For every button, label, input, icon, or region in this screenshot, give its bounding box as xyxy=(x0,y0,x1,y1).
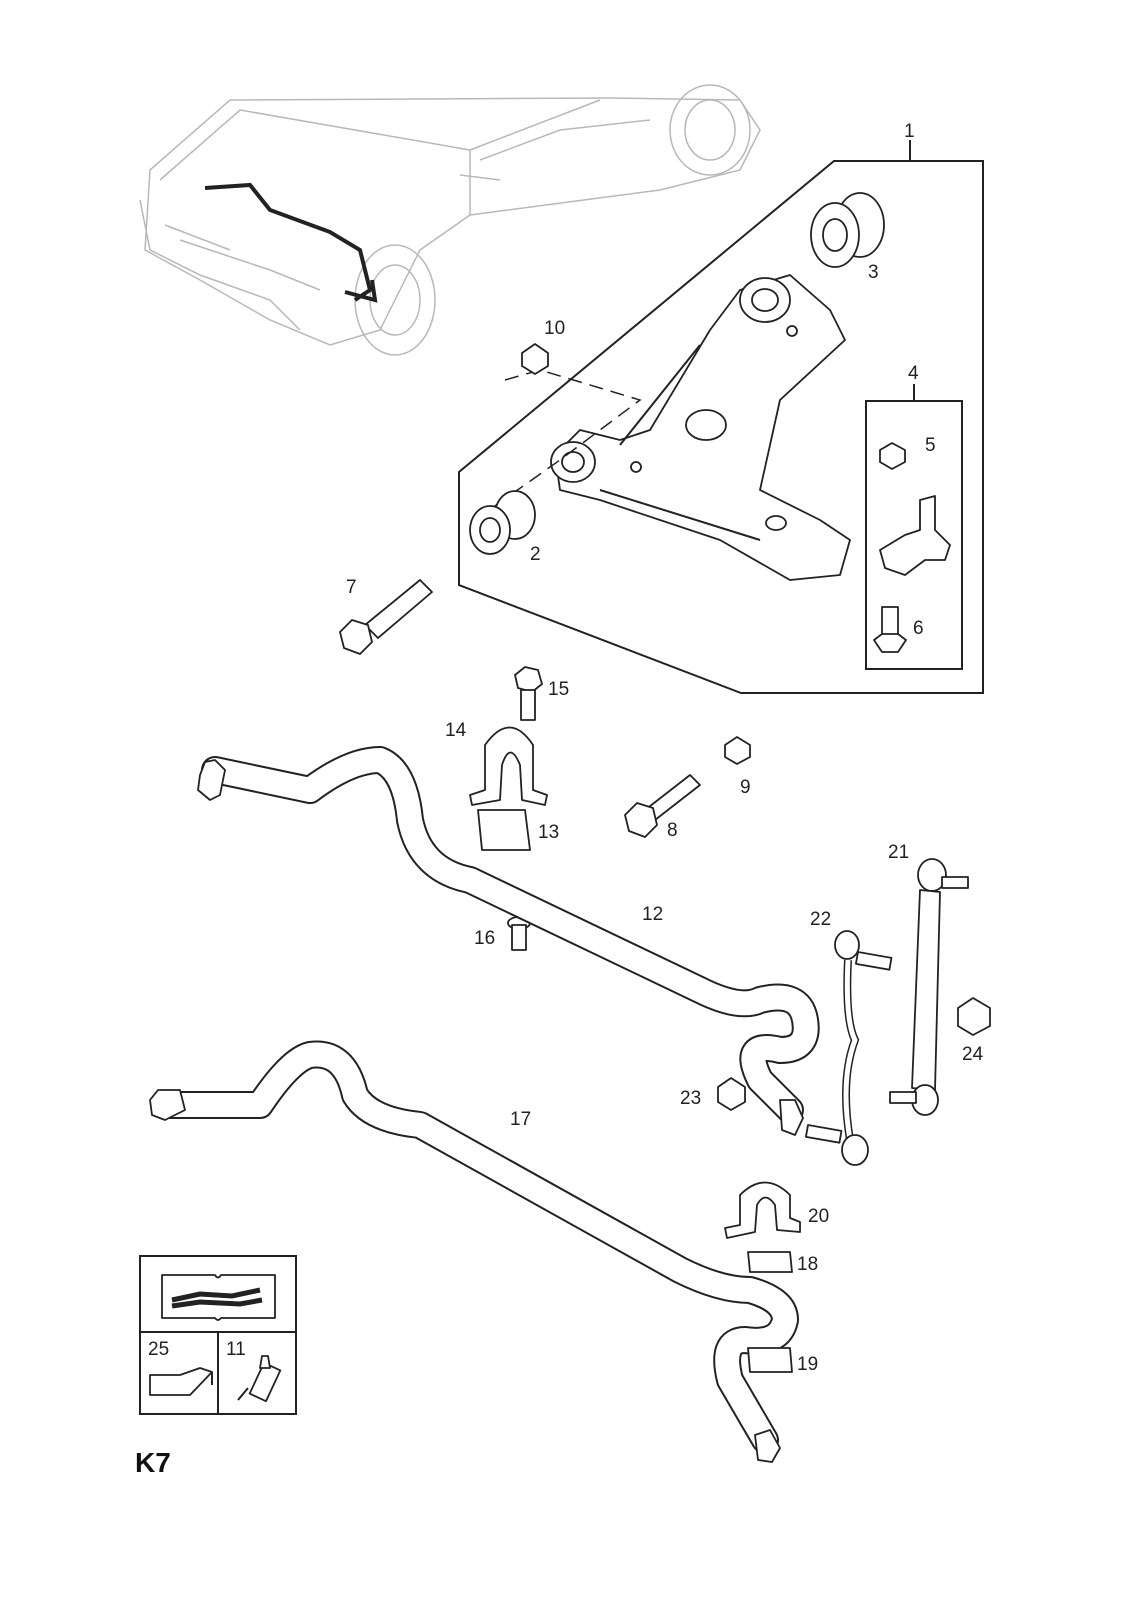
callout-23: 23 xyxy=(680,1088,701,1109)
callout-19: 19 xyxy=(797,1354,818,1375)
callout-18: 18 xyxy=(797,1254,818,1275)
callout-1: 1 xyxy=(904,121,915,142)
stabilizer-bar-12 xyxy=(197,746,820,1136)
bushing-2 xyxy=(469,490,536,555)
repair-manual-icon xyxy=(161,1274,276,1321)
ball-joint-icon xyxy=(879,495,951,576)
callout-17: 17 xyxy=(510,1109,531,1130)
nut-9 xyxy=(724,736,751,765)
bolt-8 xyxy=(624,774,701,838)
callout-20: 20 xyxy=(808,1206,829,1227)
page-code: K7 xyxy=(135,1447,171,1478)
nut-10 xyxy=(521,343,549,375)
callout-24: 24 xyxy=(962,1044,984,1065)
stabilizer-link-21 xyxy=(889,858,969,1116)
bushing-3 xyxy=(810,192,885,268)
callout-11: 11 xyxy=(226,1339,246,1360)
adhesive-bottle-icon xyxy=(237,1355,282,1403)
lower-control-arm xyxy=(550,274,851,581)
callout-15: 15 xyxy=(548,679,569,700)
callout-16: 16 xyxy=(474,928,495,949)
assembly-1-bracket xyxy=(458,140,984,694)
callout-8: 8 xyxy=(667,820,678,841)
nut-24 xyxy=(957,997,991,1036)
legend-box xyxy=(139,1255,297,1415)
clamp-20 xyxy=(724,1181,801,1239)
callout-7: 7 xyxy=(346,577,357,598)
callout-13: 13 xyxy=(538,822,559,843)
bushing-19 xyxy=(747,1347,793,1373)
callout-12: 12 xyxy=(642,904,663,925)
callout-4: 4 xyxy=(908,363,919,384)
callout-9: 9 xyxy=(740,777,751,798)
vehicle-overview xyxy=(139,84,761,356)
callout-25: 25 xyxy=(148,1339,169,1360)
bolt-6-icon xyxy=(881,606,899,636)
callout-21: 21 xyxy=(888,842,909,863)
callout-22: 22 xyxy=(810,909,831,930)
clamp-14 xyxy=(469,726,548,806)
callout-5: 5 xyxy=(925,435,936,456)
callout-3: 3 xyxy=(868,262,879,283)
callout-10: 10 xyxy=(544,318,565,339)
nut-5-icon xyxy=(879,442,906,470)
bushing-18 xyxy=(747,1251,793,1273)
nut-23 xyxy=(717,1077,746,1111)
stabilizer-bar-17 xyxy=(149,1040,799,1463)
bushing-13 xyxy=(477,809,531,851)
callout-14: 14 xyxy=(445,720,467,741)
bolt-7 xyxy=(339,579,433,655)
callout-6: 6 xyxy=(913,618,924,639)
callout-labels: 1 2 3 4 5 6 7 8 9 10 11 12 13 14 15 16 1… xyxy=(148,121,984,1375)
bolt-15 xyxy=(514,666,543,721)
ball-joint-kit-box xyxy=(865,384,963,670)
alignment-line xyxy=(474,369,642,521)
callout-2: 2 xyxy=(530,544,541,565)
oil-can-icon xyxy=(149,1367,213,1396)
stabilizer-link-22 xyxy=(805,930,893,1166)
